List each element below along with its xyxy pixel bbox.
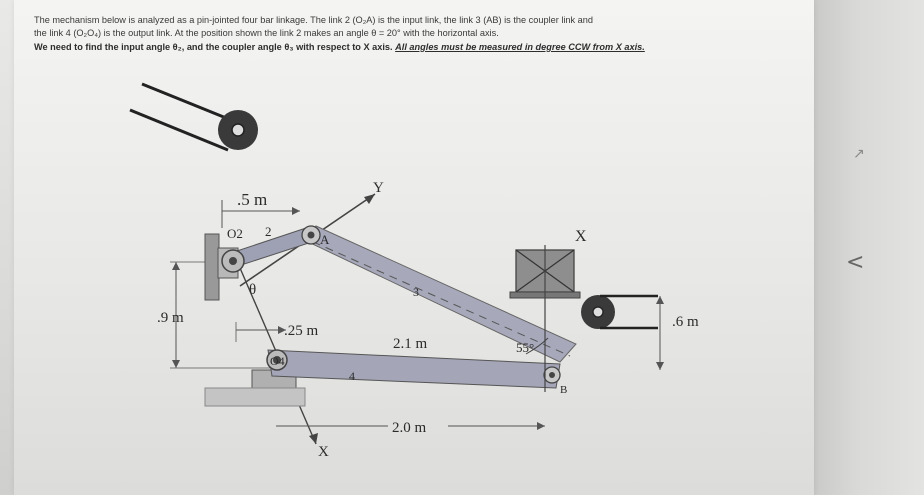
back-chevron-icon[interactable]: <	[846, 250, 865, 275]
label-theta: θ	[249, 282, 256, 298]
belt-upper-line	[141, 82, 237, 124]
dim-25m: .25 m	[235, 322, 319, 342]
problem-line-3: We need to find the input angle θ₂, and …	[34, 41, 804, 54]
label-link4: 4	[349, 369, 355, 383]
o4-pin	[273, 356, 281, 364]
label-a: A	[320, 232, 330, 247]
label-2-1m: 2.1 m	[393, 336, 428, 352]
dim-9m: .9 m	[157, 261, 270, 369]
dim-5m: .5 m	[221, 190, 300, 228]
label-o2: O2	[227, 226, 243, 241]
dim-2-0m: 2.0 m	[276, 420, 545, 436]
label-link2: 2	[265, 224, 272, 239]
label-x-top: X	[575, 228, 587, 245]
belt-lower-line	[129, 108, 229, 152]
x-axis-upper: X	[544, 228, 587, 392]
label-5m: .5 m	[237, 190, 267, 209]
top-roller-assembly	[129, 82, 258, 152]
link-4-output	[267, 349, 561, 389]
label-link3: 3	[413, 285, 419, 299]
label-25m: .25 m	[284, 323, 319, 339]
problem-angle-note: All angles must be measured in degree CC…	[395, 42, 645, 52]
label-b: B	[560, 384, 567, 396]
content-panel	[14, 0, 814, 495]
label-55-deg: 55°	[516, 340, 534, 355]
label-o4: O4	[270, 354, 285, 368]
screen-edge-area	[812, 0, 924, 495]
coupler-centerline	[299, 235, 571, 357]
o2-wall	[204, 233, 220, 301]
label-6m: .6 m	[672, 314, 699, 330]
o4-base	[204, 387, 306, 407]
b-pin	[549, 372, 555, 378]
angle-55-arc	[525, 337, 549, 355]
problem-line-2: the link 4 (O₂O₄) is the output link. At…	[34, 27, 499, 38]
right-roller-pin	[592, 306, 604, 318]
label-y: Y	[373, 180, 384, 196]
cursor-icon: ↗	[853, 146, 865, 162]
o2-pin	[229, 257, 237, 265]
right-roller-assembly	[581, 294, 658, 330]
dim-6m: .6 m	[656, 296, 699, 370]
label-9m: .9 m	[157, 310, 184, 326]
problem-line-1: The mechanism below is analyzed as a pin…	[34, 15, 594, 25]
top-roller-pin	[231, 123, 245, 137]
label-x-bottom: X	[318, 444, 329, 460]
a-pin	[307, 231, 315, 239]
problem-statement: The mechanism below is analyzed as a pin…	[34, 14, 804, 54]
label-2-0m: 2.0 m	[392, 420, 427, 436]
problem-question: We need to find the input angle θ₂, and …	[34, 42, 396, 52]
